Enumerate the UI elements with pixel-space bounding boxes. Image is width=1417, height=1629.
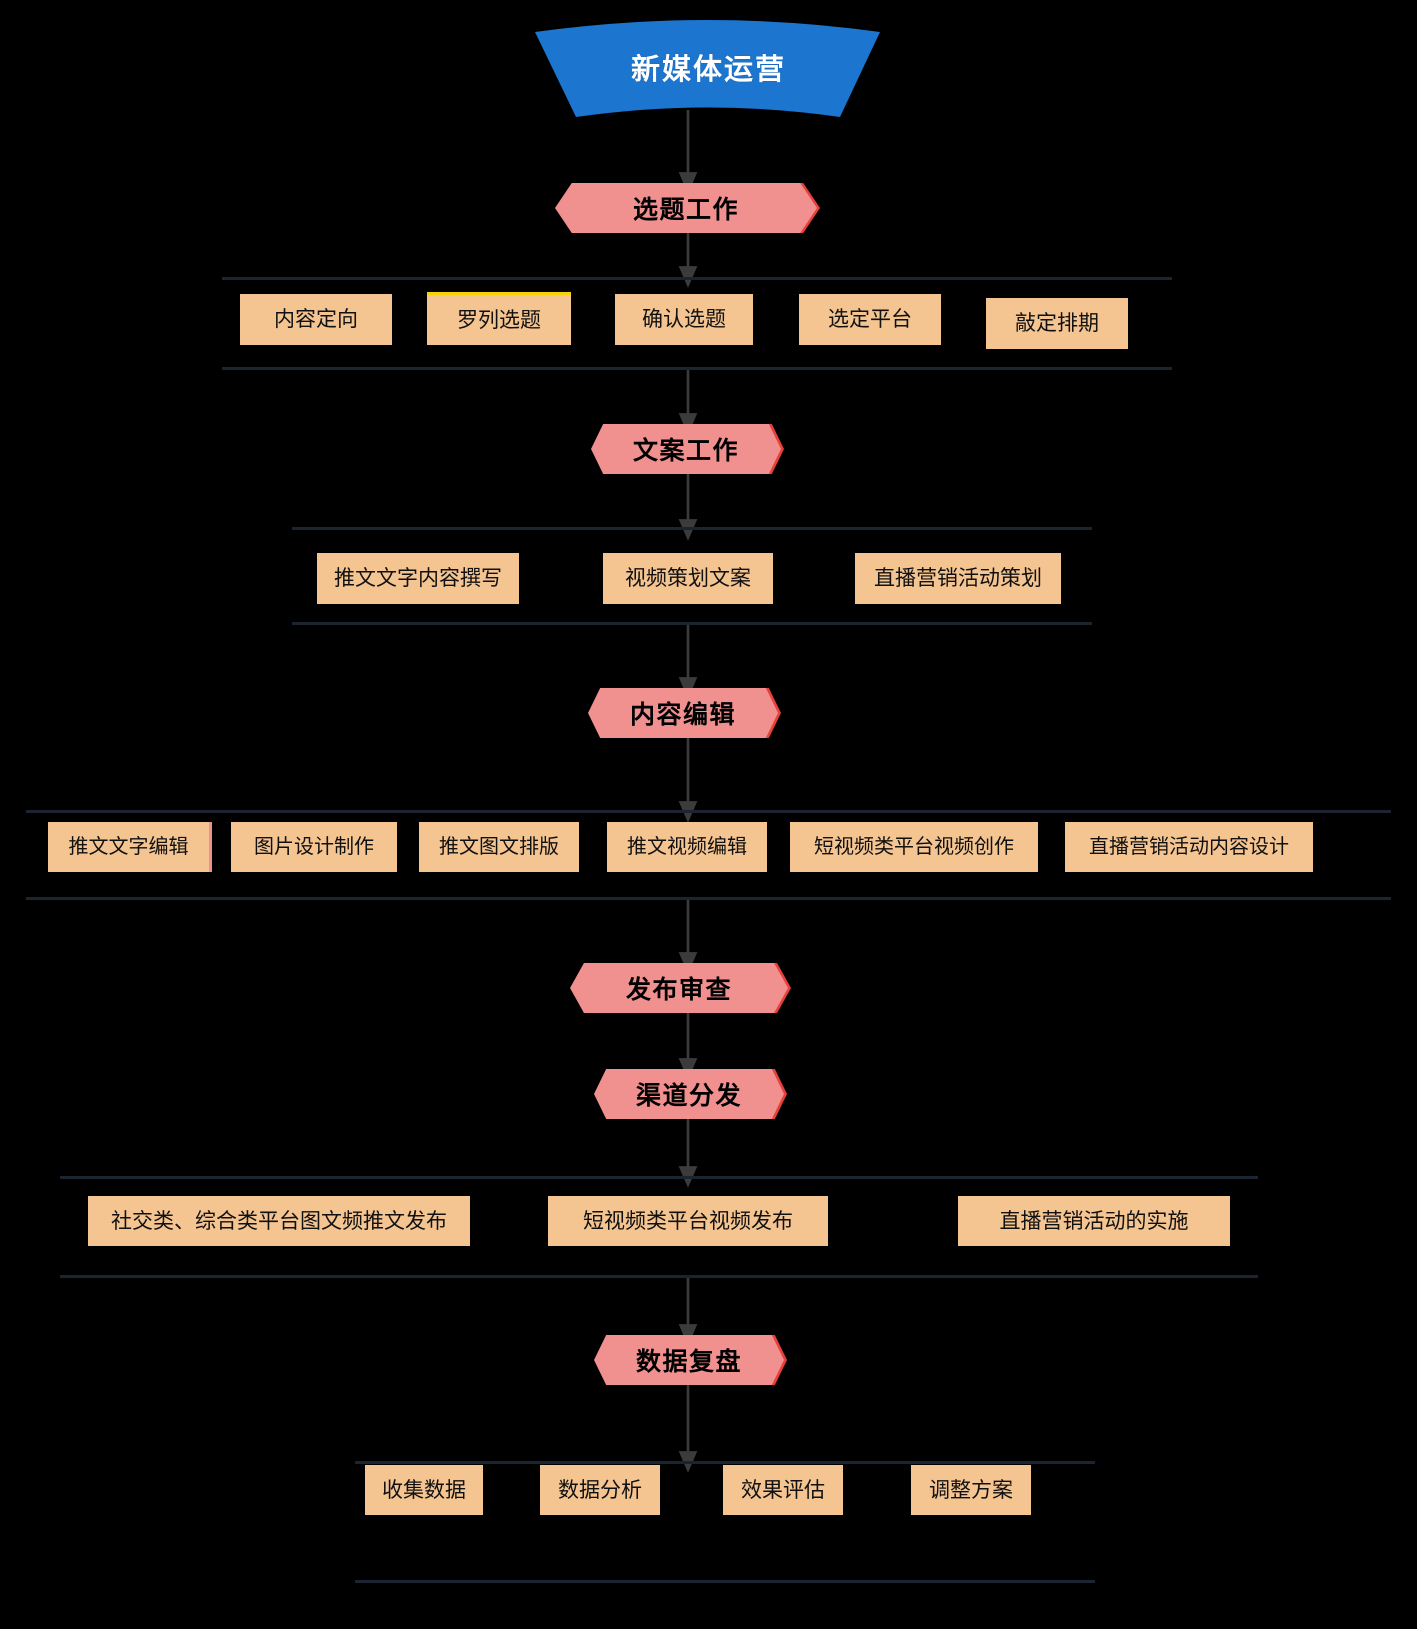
banner-title: 新媒体运营 [630, 54, 786, 86]
task-copywriting-2[interactable]: 直播营销活动策划 [855, 553, 1061, 604]
task-topic-4[interactable]: 敲定排期 [986, 298, 1128, 349]
task-copywriting-1[interactable]: 视频策划文案 [603, 553, 773, 604]
task-analysis-3[interactable]: 调整方案 [911, 1465, 1031, 1515]
task-copywriting-0[interactable]: 推文文字内容撰写 [317, 553, 519, 604]
stage-distribution[interactable]: 渠道分发 [594, 1069, 784, 1119]
task-topic-3[interactable]: 选定平台 [799, 294, 941, 345]
rule-editing-top [26, 810, 1391, 813]
task-editing-3[interactable]: 推文视频编辑 [607, 822, 767, 872]
task-editing-4[interactable]: 短视频类平台视频创作 [790, 822, 1038, 872]
task-topic-2[interactable]: 确认选题 [615, 294, 753, 345]
task-distribution-1[interactable]: 短视频类平台视频发布 [548, 1196, 828, 1246]
stage-topic[interactable]: 选题工作 [555, 183, 817, 233]
rule-distribution-top [60, 1176, 1258, 1179]
rule-distribution-bottom [60, 1275, 1258, 1278]
task-distribution-0[interactable]: 社交类、综合类平台图文频推文发布 [88, 1196, 470, 1246]
rule-copywriting-top [292, 527, 1092, 530]
rule-topic-bottom [222, 367, 1172, 370]
stage-review[interactable]: 发布审查 [570, 963, 788, 1013]
task-analysis-0[interactable]: 收集数据 [365, 1465, 483, 1515]
rule-analysis-bottom [355, 1580, 1095, 1583]
task-analysis-1[interactable]: 数据分析 [540, 1465, 660, 1515]
rule-topic-top [222, 277, 1172, 280]
task-editing-1[interactable]: 图片设计制作 [231, 822, 397, 872]
stage-copywriting[interactable]: 文案工作 [591, 424, 781, 474]
task-topic-1[interactable]: 罗列选题 [427, 292, 571, 345]
task-topic-0[interactable]: 内容定向 [240, 294, 392, 345]
task-distribution-2[interactable]: 直播营销活动的实施 [958, 1196, 1230, 1246]
rule-editing-bottom [26, 897, 1391, 900]
stage-editing[interactable]: 内容编辑 [588, 688, 778, 738]
task-editing-0[interactable]: 推文文字编辑 [48, 822, 212, 872]
task-editing-5[interactable]: 直播营销活动内容设计 [1065, 822, 1313, 872]
rule-copywriting-bottom [292, 622, 1092, 625]
rule-analysis-top [355, 1461, 1095, 1464]
stage-analysis[interactable]: 数据复盘 [594, 1335, 784, 1385]
task-analysis-2[interactable]: 效果评估 [723, 1465, 843, 1515]
task-editing-2[interactable]: 推文图文排版 [419, 822, 579, 872]
